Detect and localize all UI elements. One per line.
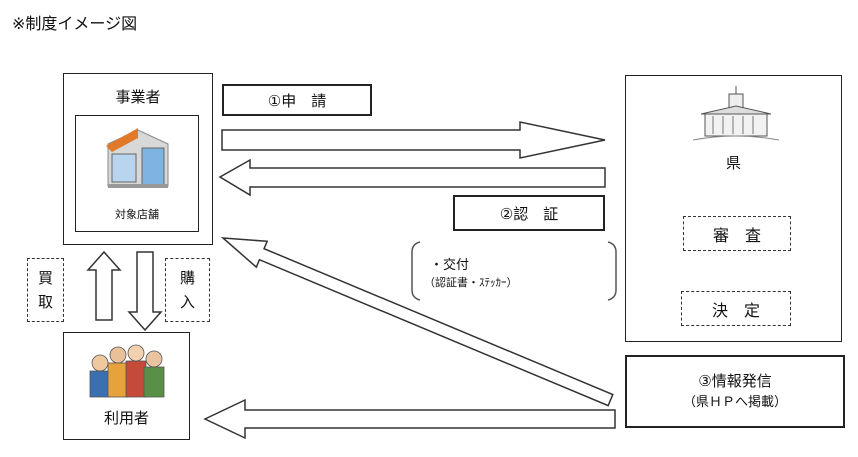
- prefecture-label: 県: [725, 154, 741, 172]
- users-label: 利用者: [103, 409, 149, 427]
- diagram-title: ※制度イメージ図: [12, 14, 138, 33]
- business-label: 事業者: [115, 88, 161, 106]
- purchase-box: 購 入: [165, 258, 210, 322]
- certify-box: ②認 証: [453, 195, 605, 231]
- diagonal-arrow: [220, 237, 614, 407]
- bracket-left: [411, 241, 421, 301]
- prefecture-building-icon: [692, 86, 780, 141]
- users-people-icon: [89, 344, 165, 398]
- prefecture-box: 県 審 査 決 定: [625, 75, 842, 342]
- certify-arrow: [218, 158, 606, 197]
- issue-line1: ・交付: [430, 258, 470, 273]
- decision-box: 決 定: [681, 291, 791, 326]
- up-arrow: [86, 250, 122, 321]
- bracket-right: [607, 241, 617, 301]
- store-icon: [106, 128, 169, 188]
- issue-line2: （認証書・ｽﾃｯｶｰ）: [424, 276, 518, 289]
- buy-in-box: 買 取: [27, 258, 64, 322]
- publish-box: ③情報発信 （県ＨＰへ掲載）: [625, 355, 845, 428]
- publish-line1: ③情報発信: [698, 371, 772, 390]
- store-label: 対象店舗: [115, 208, 159, 221]
- down-arrow: [127, 251, 163, 332]
- business-box: 事業者 対象店舗: [63, 73, 213, 245]
- apply-box: ①申 請: [222, 84, 372, 116]
- review-box: 審 査: [683, 216, 791, 251]
- users-box: 利用者: [63, 332, 190, 440]
- publish-line2: （県ＨＰへ掲載）: [682, 394, 787, 410]
- apply-arrow: [221, 121, 606, 159]
- info-arrow: [203, 398, 616, 440]
- store-box: 対象店舗: [75, 115, 199, 232]
